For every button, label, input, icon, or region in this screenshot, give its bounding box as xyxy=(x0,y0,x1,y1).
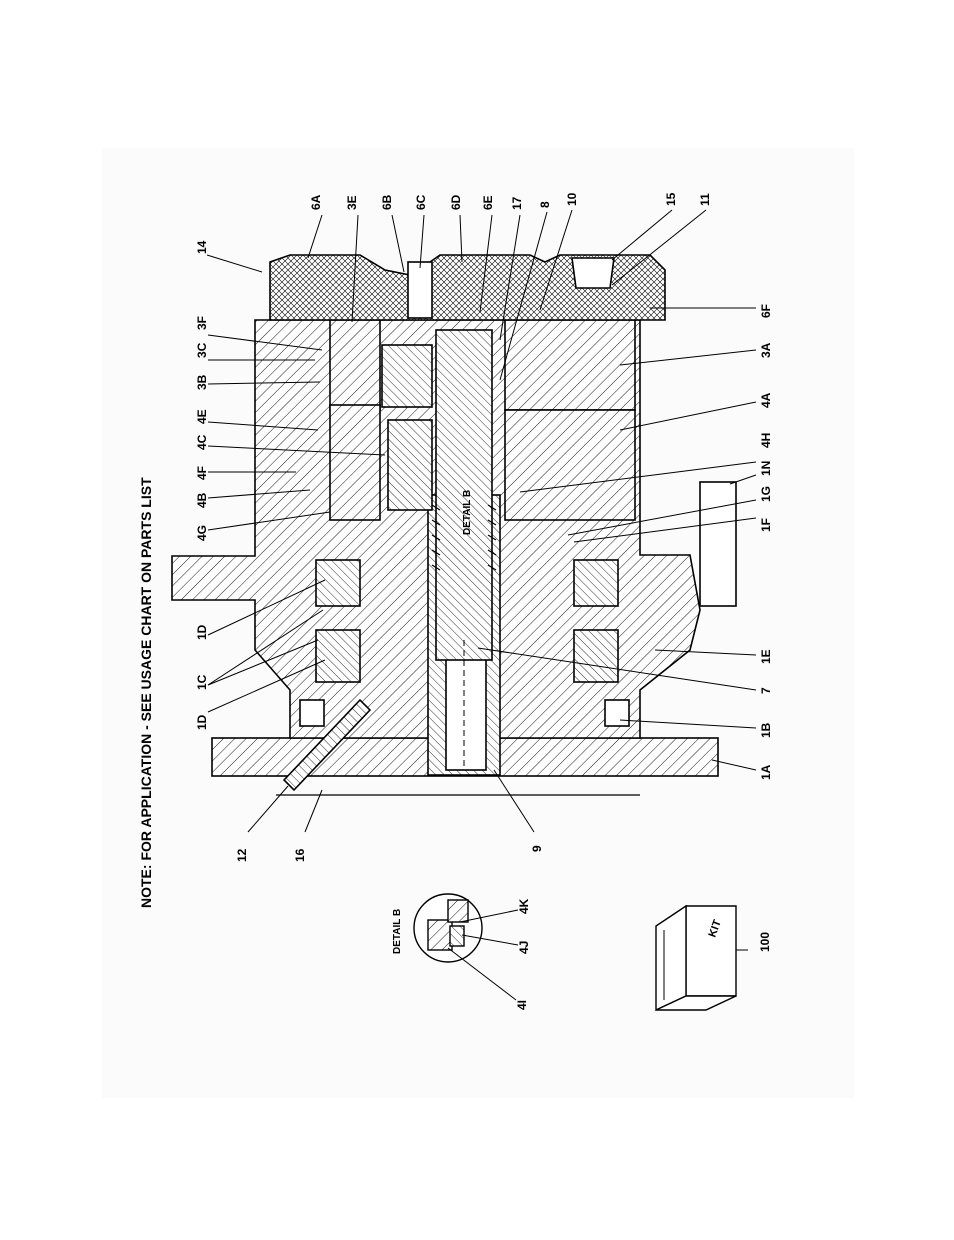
leader-lines xyxy=(206,209,757,833)
bolt-6C xyxy=(407,261,433,319)
callout-6F: 6F xyxy=(759,304,773,318)
callout-8: 8 xyxy=(538,201,552,208)
spring-coils xyxy=(431,504,497,571)
bearing-1E-upper xyxy=(573,559,619,607)
callout-10: 10 xyxy=(565,192,579,206)
callout-1F: 1F xyxy=(759,518,773,532)
callout-4H: 4H xyxy=(759,433,773,448)
callout-4F: 4F xyxy=(195,466,209,480)
callout-4J: 4J xyxy=(517,941,531,954)
callout-3E: 3E xyxy=(345,195,359,210)
callout-3F: 3F xyxy=(195,316,209,330)
callout-1D-top: 1D xyxy=(195,624,209,640)
callout-17: 17 xyxy=(510,196,524,210)
callout-12: 12 xyxy=(235,848,249,862)
kit-box-front xyxy=(685,905,737,997)
callout-11: 11 xyxy=(698,193,712,206)
callout-14: 14 xyxy=(195,240,209,254)
callout-7: 7 xyxy=(759,687,773,694)
callout-3B: 3B xyxy=(195,374,209,390)
detail-b-part-4K xyxy=(447,899,469,923)
fitting-12 xyxy=(282,698,372,792)
callout-4K: 4K xyxy=(517,898,531,914)
callout-15: 15 xyxy=(664,192,678,206)
callout-labels: 14 6A 3E 6B 6C 6D 6E 17 8 10 15 11 3F 3C… xyxy=(195,192,773,862)
kit-box xyxy=(655,904,737,1012)
callout-6B: 6B xyxy=(380,194,394,210)
stud-1N xyxy=(699,481,737,607)
callout-1C: 1C xyxy=(195,674,209,690)
usage-note: NOTE: FOR APPLICATION - SEE USAGE CHART … xyxy=(138,477,154,908)
detail-b-part-4I xyxy=(427,919,453,951)
callout-6C: 6C xyxy=(414,194,428,210)
callout-100: 100 xyxy=(758,932,772,952)
planet-gear-3E xyxy=(329,319,381,411)
planet-gear-4C xyxy=(329,404,381,521)
planet-gear-3B xyxy=(381,344,433,408)
planet-gear-4E xyxy=(387,419,433,511)
callout-4B: 4B xyxy=(195,492,209,508)
detail-b-callouts: 4K 4J 4I xyxy=(515,898,531,1010)
main-assembly xyxy=(171,254,737,796)
callout-4E: 4E xyxy=(195,409,209,424)
bearing-1E-lower xyxy=(573,629,619,683)
callout-4A: 4A xyxy=(759,392,773,408)
callout-1B: 1B xyxy=(759,722,773,738)
seal-1B-right xyxy=(604,699,630,727)
detail-b-part-4J xyxy=(449,925,465,947)
callout-4I: 4I xyxy=(515,1000,529,1010)
callout-6A: 6A xyxy=(309,194,323,210)
callout-1A: 1A xyxy=(759,764,773,780)
ring-gear-4A xyxy=(504,409,636,521)
cover-6A xyxy=(269,254,666,321)
callout-3A: 3A xyxy=(759,342,773,358)
bearing-1D-upper xyxy=(315,559,361,607)
callout-1G: 1G xyxy=(759,486,773,502)
callout-9: 9 xyxy=(530,845,544,852)
callout-6E: 6E xyxy=(481,195,495,210)
kit-box-side xyxy=(655,995,737,1011)
callout-16: 16 xyxy=(293,848,307,862)
detail-b-inset-title: DETAIL B xyxy=(392,909,403,954)
detail-b-marker: DETAIL B xyxy=(462,490,473,535)
callout-4C: 4C xyxy=(195,434,209,450)
detail-b-inset xyxy=(413,893,519,1001)
kit-box-label: KIT xyxy=(707,918,724,939)
bearing-1D-lower xyxy=(315,629,361,683)
callout-6D: 6D xyxy=(449,194,463,210)
callout-3C: 3C xyxy=(195,342,209,358)
ring-gear-3A xyxy=(504,319,636,411)
plug-15 xyxy=(571,257,615,289)
callout-1N: 1N xyxy=(759,461,773,476)
callout-1E: 1E xyxy=(759,649,773,664)
seal-1B-left xyxy=(299,699,325,727)
callout-1D-bottom: 1D xyxy=(195,714,209,730)
callout-4G: 4G xyxy=(195,525,209,541)
